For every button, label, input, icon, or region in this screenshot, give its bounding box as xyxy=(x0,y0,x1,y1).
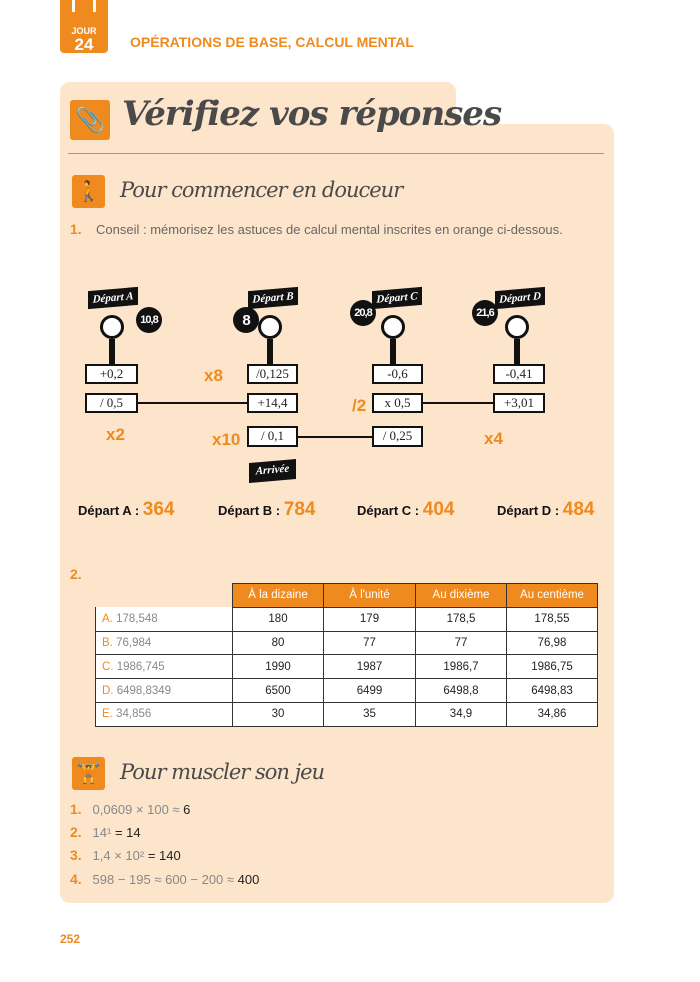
col-header: Au centième xyxy=(506,583,598,608)
balloon-b: 8 xyxy=(233,307,259,333)
tip: x2 xyxy=(106,425,125,444)
page-title: Vérifiez vos réponses xyxy=(122,94,502,134)
tip: x4 xyxy=(484,429,503,448)
op-box: /0,125 xyxy=(247,364,298,384)
advice-text: Conseil : mémorisez les astuces de calcu… xyxy=(96,222,563,237)
result-b: Départ B : 784 xyxy=(218,499,316,520)
tip: x8 xyxy=(204,366,223,385)
result-a: Départ A : 364 xyxy=(78,499,175,520)
question-number: 2. xyxy=(70,566,82,582)
gauge-icon xyxy=(381,315,405,339)
tip: /2 xyxy=(352,396,367,415)
question-number: 1. xyxy=(70,221,82,237)
rounding-table: À la dizaine À l'unité Au dixième Au cen… xyxy=(95,583,598,727)
day-badge: JOUR 24 xyxy=(60,0,108,53)
op-box: x 0,5 xyxy=(372,393,423,413)
op-box: / 0,1 xyxy=(247,426,298,447)
col-header: À la dizaine xyxy=(232,583,324,608)
weightlifter-icon: 🏋 xyxy=(72,757,105,790)
divider xyxy=(68,153,604,154)
walker-icon: 🚶 xyxy=(72,175,105,208)
tip: x10 xyxy=(212,430,241,449)
list-item: 2. 14¹ = 14 xyxy=(70,824,141,840)
list-item: 3. 1,4 × 10² = 140 xyxy=(70,847,181,863)
col-header: À l'unité xyxy=(323,583,416,608)
gauge-icon xyxy=(100,315,124,339)
section3-title: Pour muscler son jeu xyxy=(120,760,325,784)
op-box: -0,6 xyxy=(372,364,423,384)
op-box: / 0,25 xyxy=(372,426,423,447)
arrow xyxy=(138,402,248,404)
list-item: 1. 0,0609 × 100 ≈ 6 xyxy=(70,801,191,817)
arrow xyxy=(423,402,493,404)
page-number: 252 xyxy=(60,932,81,946)
balloon-c: 20,8 xyxy=(350,300,376,326)
op-box: -0,41 xyxy=(493,364,545,384)
chapter-title: OPÉRATIONS DE BASE, CALCUL MENTAL xyxy=(130,34,414,50)
balloon-d: 21,6 xyxy=(472,300,498,326)
col-header: Au dixième xyxy=(415,583,507,608)
result-d: Départ D : 484 xyxy=(497,499,595,520)
gauge-icon xyxy=(505,315,529,339)
op-box: +0,2 xyxy=(85,364,138,384)
section1-title: Pour commencer en douceur xyxy=(120,178,403,202)
op-box: +14,4 xyxy=(247,393,298,413)
day-number: 24 xyxy=(74,35,94,54)
list-item: 4. 598 − 195 ≈ 600 − 200 ≈ 400 xyxy=(70,871,260,887)
balloon-a: 10,8 xyxy=(136,307,162,333)
paperclip-icon: 📎 xyxy=(70,100,110,140)
result-c: Départ C : 404 xyxy=(357,499,455,520)
day-label: JOUR xyxy=(71,26,97,36)
answer-panel xyxy=(60,124,614,903)
arrival-label: Arrivée xyxy=(249,458,296,484)
op-box: / 0,5 xyxy=(85,393,138,413)
arrow xyxy=(298,436,372,438)
gauge-icon xyxy=(258,315,282,339)
op-box: +3,01 xyxy=(493,393,545,413)
